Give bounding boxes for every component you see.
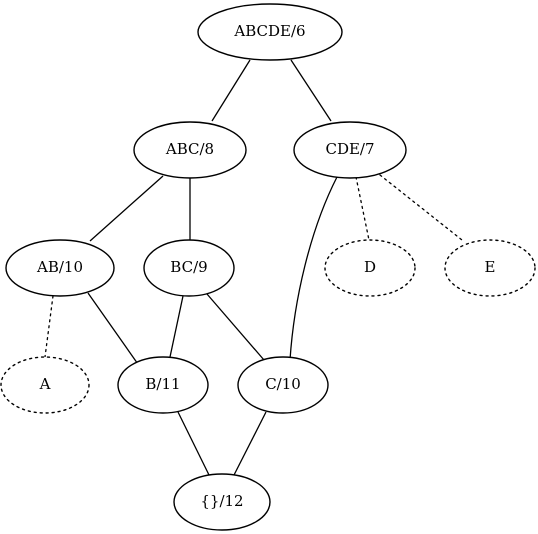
edge-abcde-abc — [211, 59, 251, 122]
edge-abc-ab — [89, 175, 164, 242]
node-empty: {}/12 — [173, 473, 271, 531]
node-e-label: E — [485, 258, 496, 276]
edges — [44, 59, 463, 478]
edge-bc-b — [169, 295, 184, 358]
node-abcde: ABCDE/6 — [197, 3, 343, 61]
node-ab: AB/10 — [5, 239, 115, 297]
node-c-label: C/10 — [265, 375, 301, 393]
node-e-ellipse — [444, 239, 536, 297]
edge-abcde-cde — [290, 59, 332, 122]
edge-c-empty — [232, 411, 267, 478]
node-d: D — [324, 239, 416, 297]
node-abcde-label: ABCDE/6 — [233, 22, 305, 40]
node-abc: ABC/8 — [133, 121, 247, 179]
edge-bc-c — [206, 293, 265, 361]
node-empty-ellipse — [173, 473, 271, 531]
node-b-ellipse — [117, 356, 209, 414]
node-d-label: D — [364, 258, 376, 276]
node-ab-label: AB/10 — [36, 258, 83, 276]
node-bc-label: BC/9 — [170, 258, 207, 276]
node-e: E — [444, 239, 536, 297]
edge-cde-c — [289, 176, 338, 361]
edge-cde-d — [355, 176, 370, 241]
node-abc-ellipse — [133, 121, 247, 179]
node-abcde-ellipse — [197, 3, 343, 61]
node-b-label: B/11 — [145, 375, 180, 393]
node-a: A — [0, 356, 90, 414]
node-a-ellipse — [0, 356, 90, 414]
node-c-ellipse — [237, 356, 329, 414]
node-d-ellipse — [324, 239, 416, 297]
edge-b-empty — [177, 411, 211, 478]
edge-ab-b — [87, 292, 141, 368]
edge-cde-e — [379, 174, 463, 241]
node-cde: CDE/7 — [293, 121, 407, 179]
node-cde-ellipse — [293, 121, 407, 179]
node-bc-ellipse — [143, 239, 235, 297]
node-abc-label: ABC/8 — [165, 140, 214, 158]
node-cde-label: CDE/7 — [325, 140, 374, 158]
node-empty-label: {}/12 — [200, 492, 243, 510]
node-a-label: A — [39, 375, 51, 393]
node-c: C/10 — [237, 356, 329, 414]
node-b: B/11 — [117, 356, 209, 414]
node-ab-ellipse — [5, 239, 115, 297]
node-bc: BC/9 — [143, 239, 235, 297]
edge-ab-a — [44, 295, 54, 358]
